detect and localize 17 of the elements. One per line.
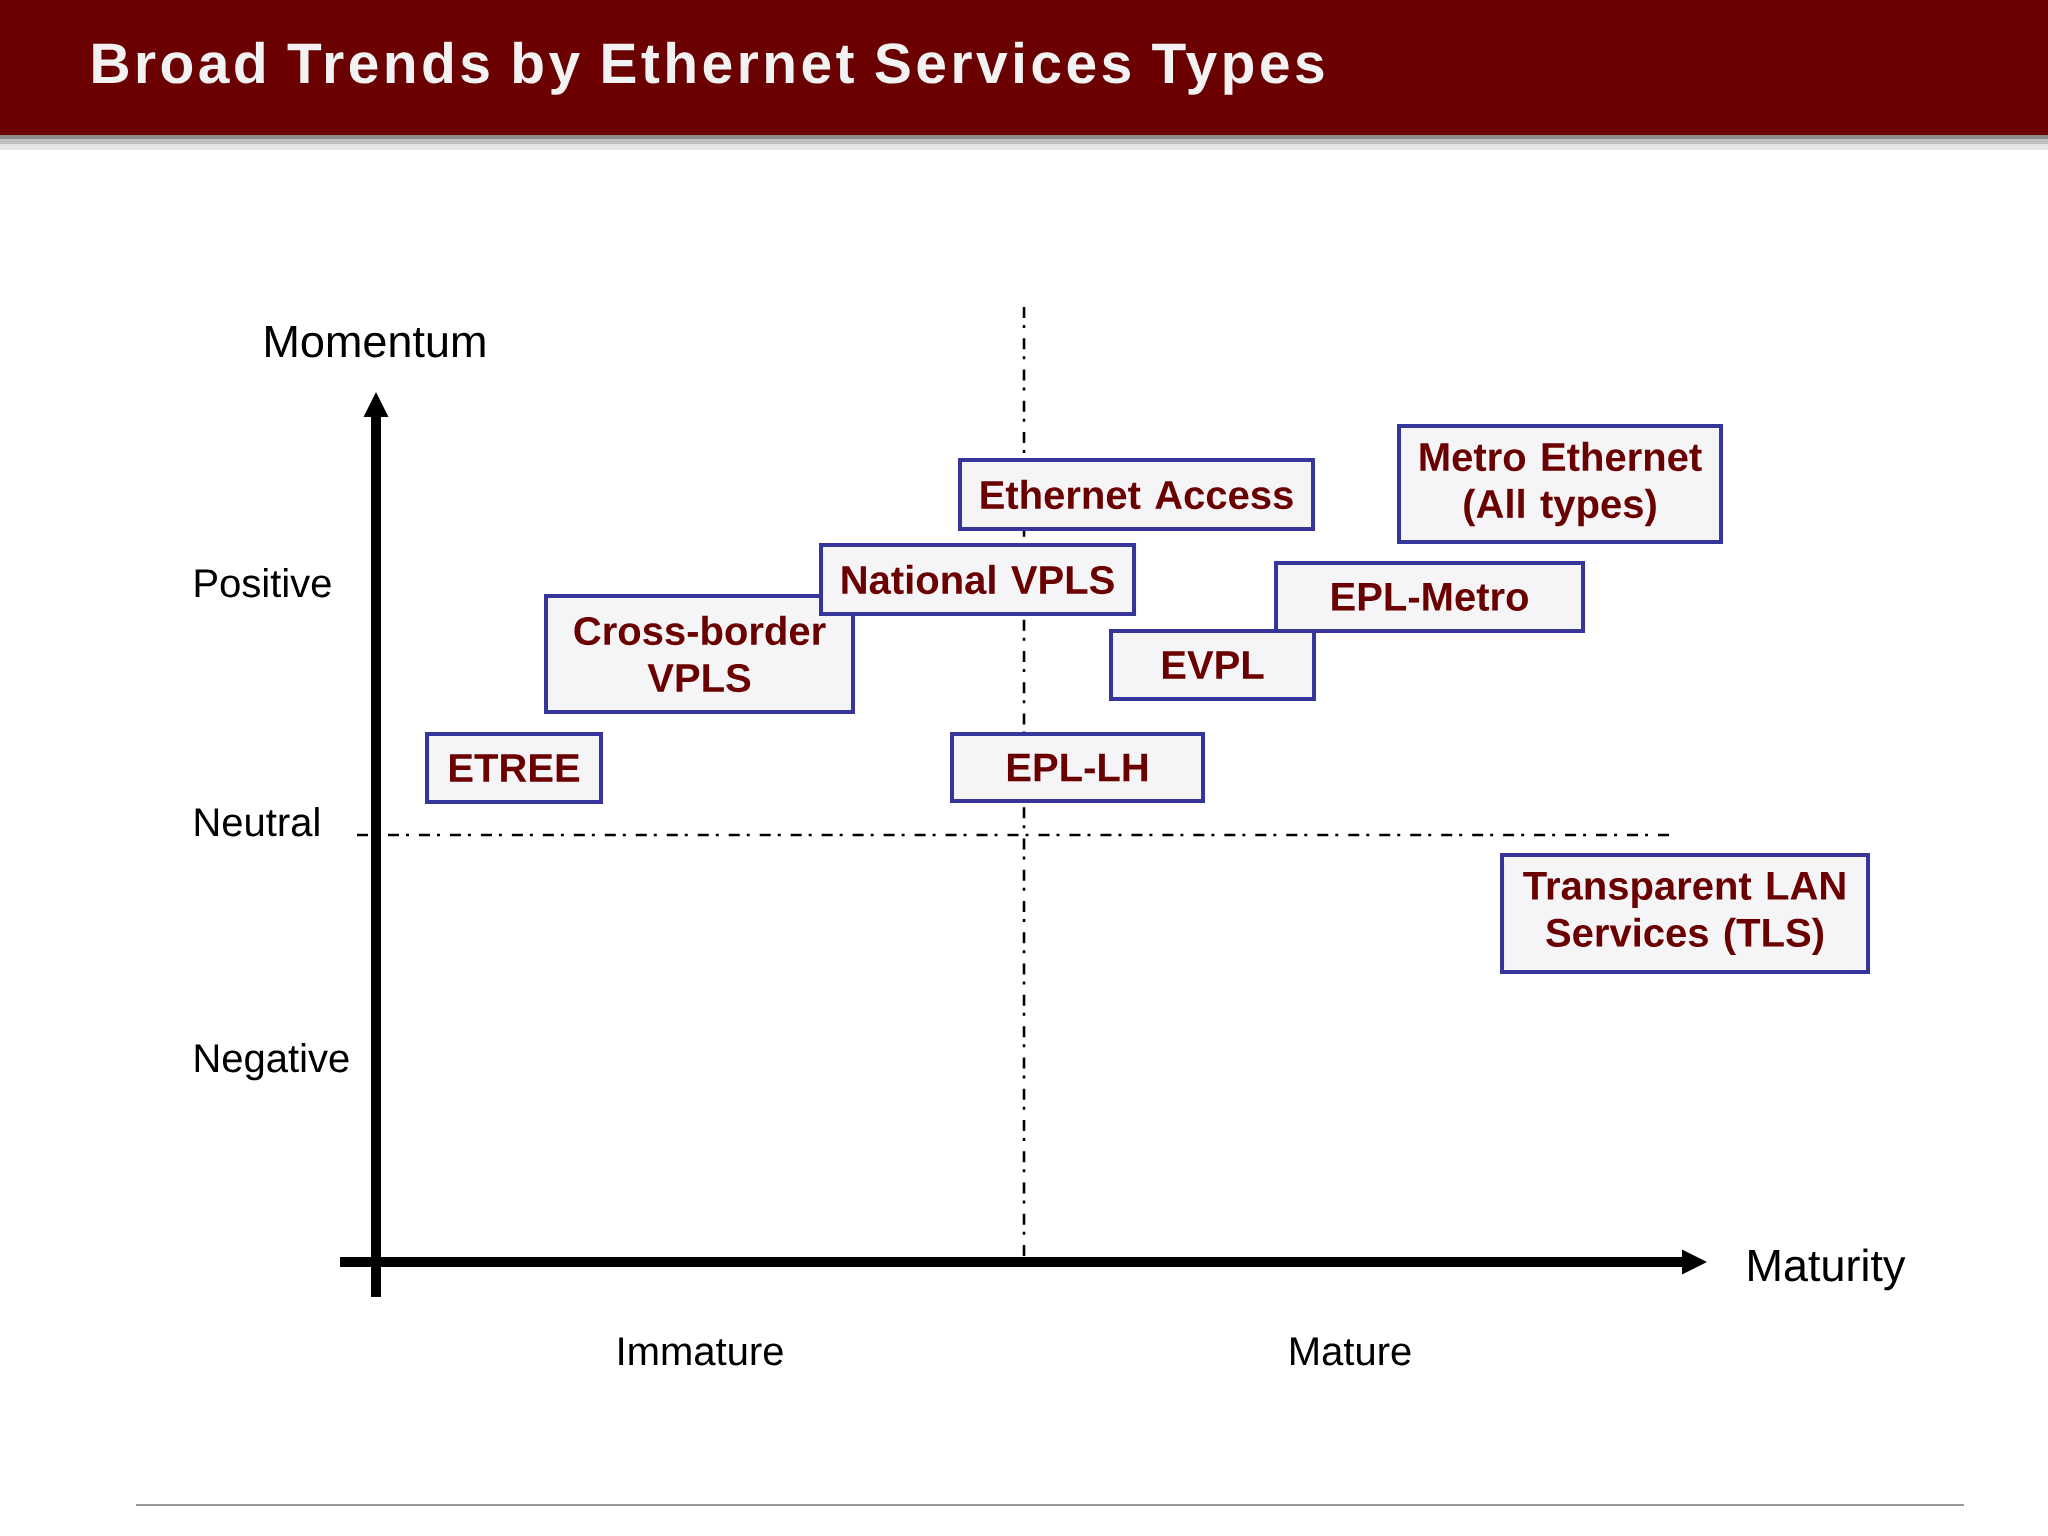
service-box: ETREE <box>425 732 603 804</box>
axis-label: Neutral <box>195 807 319 837</box>
axis-title: Momentum <box>266 326 485 358</box>
service-box: National VPLS <box>819 543 1136 616</box>
axis-label: Mature <box>1291 1337 1411 1366</box>
service-box: Cross-border VPLS <box>544 594 855 714</box>
service-box: Transparent LAN Services (TLS) <box>1500 853 1871 974</box>
title: Broad Trends by Ethernet Services Types <box>93 41 1324 95</box>
axis-label: Negative <box>195 1043 349 1081</box>
service-box: Metro Ethernet (All types) <box>1397 424 1724 544</box>
axis-label: Positive <box>195 568 331 598</box>
service-box: EVPL <box>1109 629 1316 701</box>
axis-title: Maturity <box>1749 1248 1906 1291</box>
service-box: EPL-LH <box>950 732 1205 803</box>
service-box: EPL-Metro <box>1274 561 1586 633</box>
service-box: Ethernet Access <box>958 458 1315 531</box>
axis-label: Immature <box>619 1337 783 1366</box>
